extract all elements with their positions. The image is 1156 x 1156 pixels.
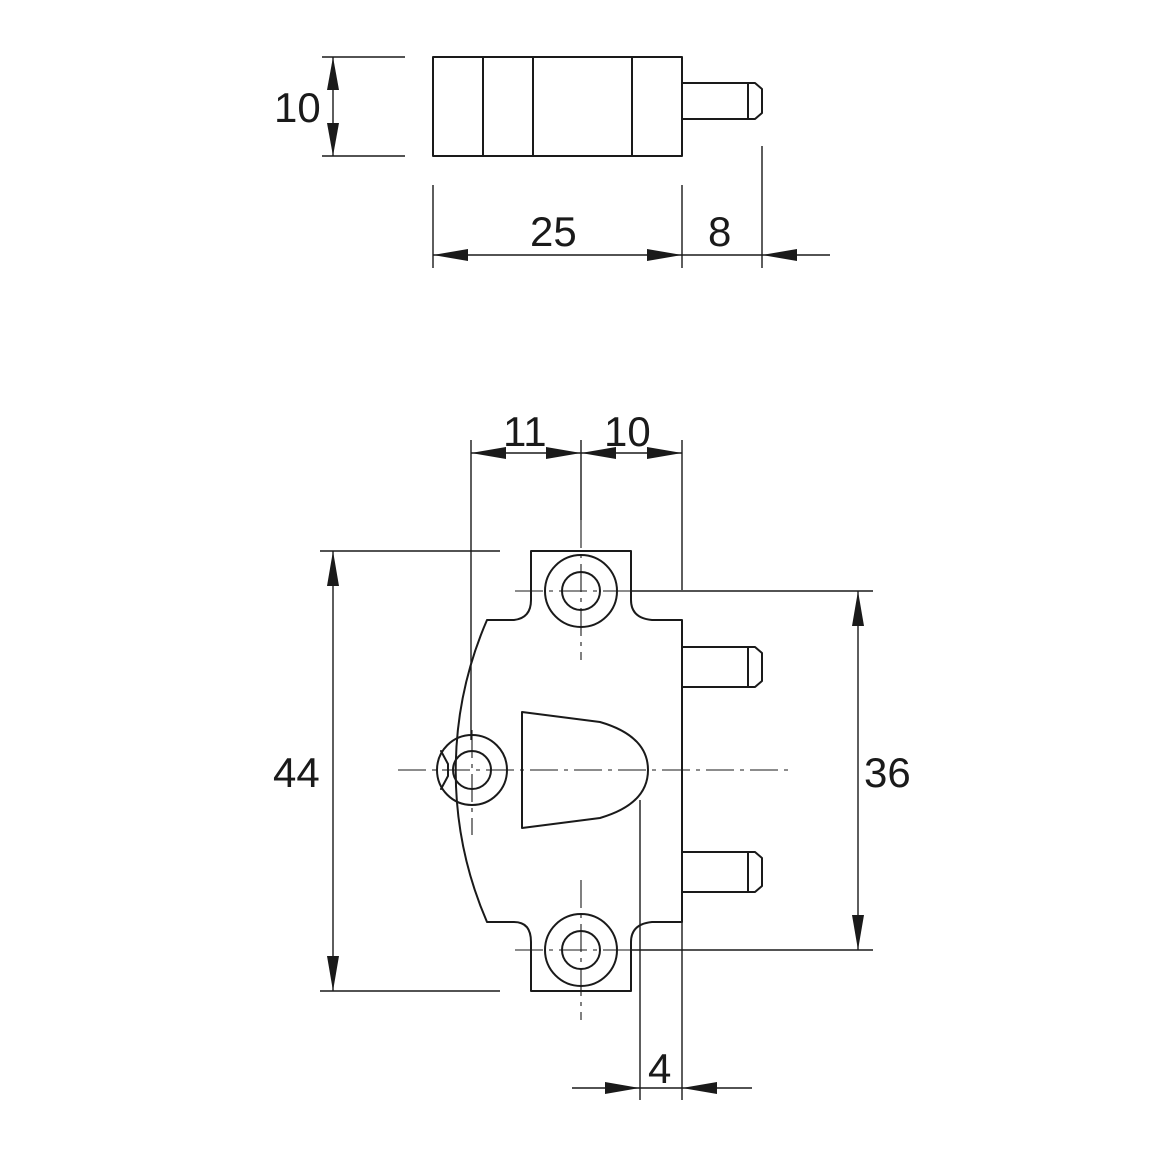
dimension-label-top-height: 10 [274,84,321,131]
dimension-front-pin-offset: 4 [572,800,752,1100]
upper-pin [681,646,763,688]
dimension-top-length: 25 8 [432,146,830,268]
top-view-body [432,56,683,157]
dimension-label-front-right-offset: 10 [604,408,651,455]
center-lines [398,520,792,1020]
lower-pin [681,851,763,893]
dimension-front-horizontal-offsets: 11 10 [470,408,683,740]
dimension-label-front-pin-offset: 4 [648,1045,671,1092]
thumb-slot [521,711,649,829]
top-view [432,56,763,157]
dimension-top-height: 10 [274,56,405,157]
dimension-label-front-left-offset: 11 [503,408,547,455]
dimension-front-hole-spacing: 36 [632,590,911,951]
dimension-label-top-body-length: 25 [530,208,577,255]
front-view-outline [454,550,683,992]
dimension-label-top-pin-length: 8 [708,208,731,255]
top-view-pin [681,82,763,120]
dimension-label-front-hole-spacing: 36 [864,749,911,796]
dimension-front-overall-height: 44 [273,550,500,992]
dimension-label-front-overall-height: 44 [273,749,320,796]
front-view [436,550,763,992]
